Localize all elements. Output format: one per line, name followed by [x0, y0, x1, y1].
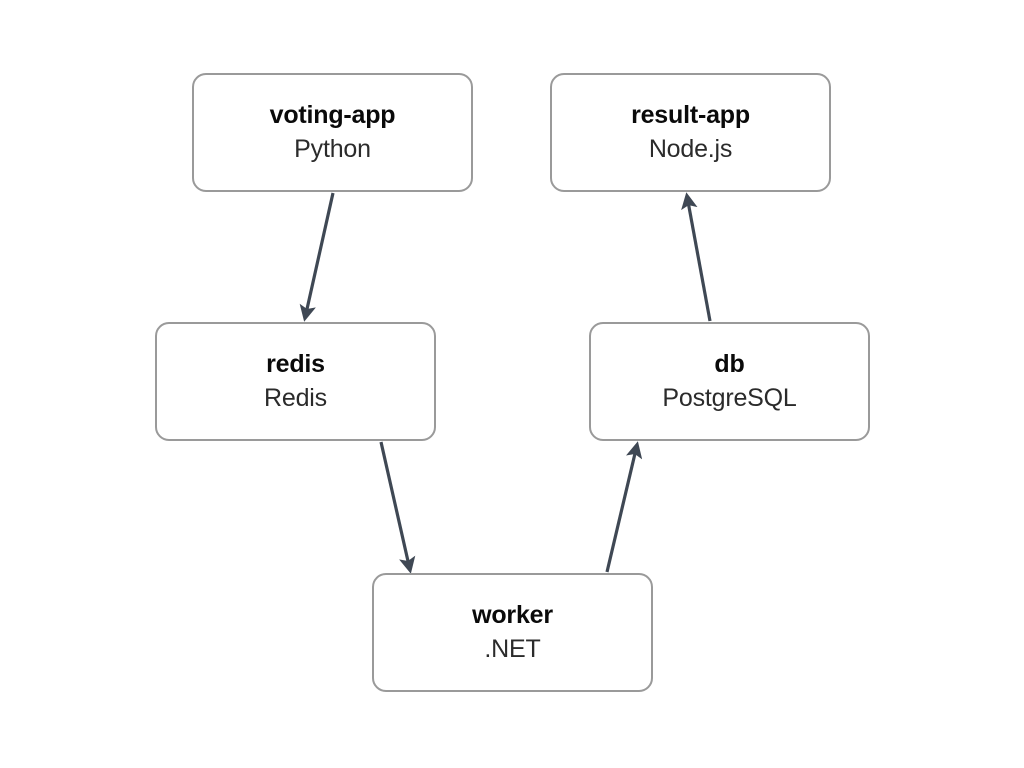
node-title: redis [266, 350, 325, 379]
node-subtitle: Redis [264, 383, 327, 412]
node-voting-app[interactable]: voting-app Python [192, 73, 473, 192]
node-subtitle: Python [294, 134, 371, 163]
node-title: worker [472, 601, 553, 630]
node-subtitle: Node.js [648, 134, 733, 163]
node-result-app[interactable]: result-app Node.js [550, 73, 831, 192]
node-subtitle: PostgreSQL [662, 383, 797, 412]
node-title: db [714, 350, 745, 379]
node-subtitle: .NET [484, 634, 541, 663]
edge-redis-to-worker [379, 441, 416, 574]
node-title: result-app [631, 101, 750, 130]
node-redis[interactable]: redis Redis [155, 322, 436, 441]
node-db[interactable]: db PostgreSQL [589, 322, 870, 441]
edge-voting-app-to-redis [299, 192, 335, 322]
edge-db-to-result-app [681, 192, 712, 322]
node-title: voting-app [269, 101, 396, 130]
node-worker[interactable]: worker .NET [372, 573, 653, 692]
edge-worker-to-db [605, 441, 643, 573]
